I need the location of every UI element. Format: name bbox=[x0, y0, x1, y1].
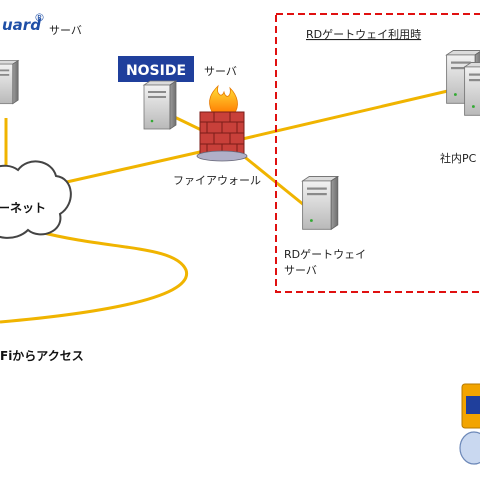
noside-logo-badge bbox=[118, 56, 194, 82]
left-server-reg-mark: ® bbox=[34, 11, 45, 24]
left-server-label: サーバ bbox=[49, 24, 82, 37]
wifi-access-label: Fiからアクセス bbox=[0, 349, 84, 363]
internal-pc-group bbox=[446, 50, 480, 116]
firewall-label: ファイアウォール bbox=[173, 174, 261, 187]
corner-logo-icon bbox=[459, 383, 480, 465]
noside-logo: NOSIDE bbox=[126, 63, 186, 79]
internet-cloud bbox=[0, 160, 72, 239]
noside-server-icon bbox=[143, 80, 177, 130]
rd-gateway-label-line2: サーバ bbox=[284, 264, 317, 277]
line-firewall-to-pcs bbox=[237, 88, 453, 142]
left-server-brand: uard bbox=[2, 16, 41, 34]
rd-area-title: RDゲートウェイ利用時 bbox=[306, 28, 421, 41]
left-server-icon bbox=[0, 59, 19, 105]
line-wifi-loop bbox=[0, 230, 188, 324]
line-cloud-to-firewall bbox=[39, 145, 223, 190]
internal-pc-2 bbox=[464, 62, 480, 116]
firewall-icon bbox=[196, 84, 248, 162]
rd-gateway-area bbox=[275, 13, 480, 293]
line-firewall-to-rd-gateway bbox=[235, 148, 305, 207]
rd-gateway-label-line1: RDゲートウェイ bbox=[284, 248, 366, 261]
rd-gateway-server-icon bbox=[302, 176, 339, 230]
internal-pc-label: 社内PC bbox=[440, 151, 477, 165]
noside-server-label: サーバ bbox=[204, 65, 237, 78]
internet-cloud-label: ーネット bbox=[0, 201, 46, 215]
